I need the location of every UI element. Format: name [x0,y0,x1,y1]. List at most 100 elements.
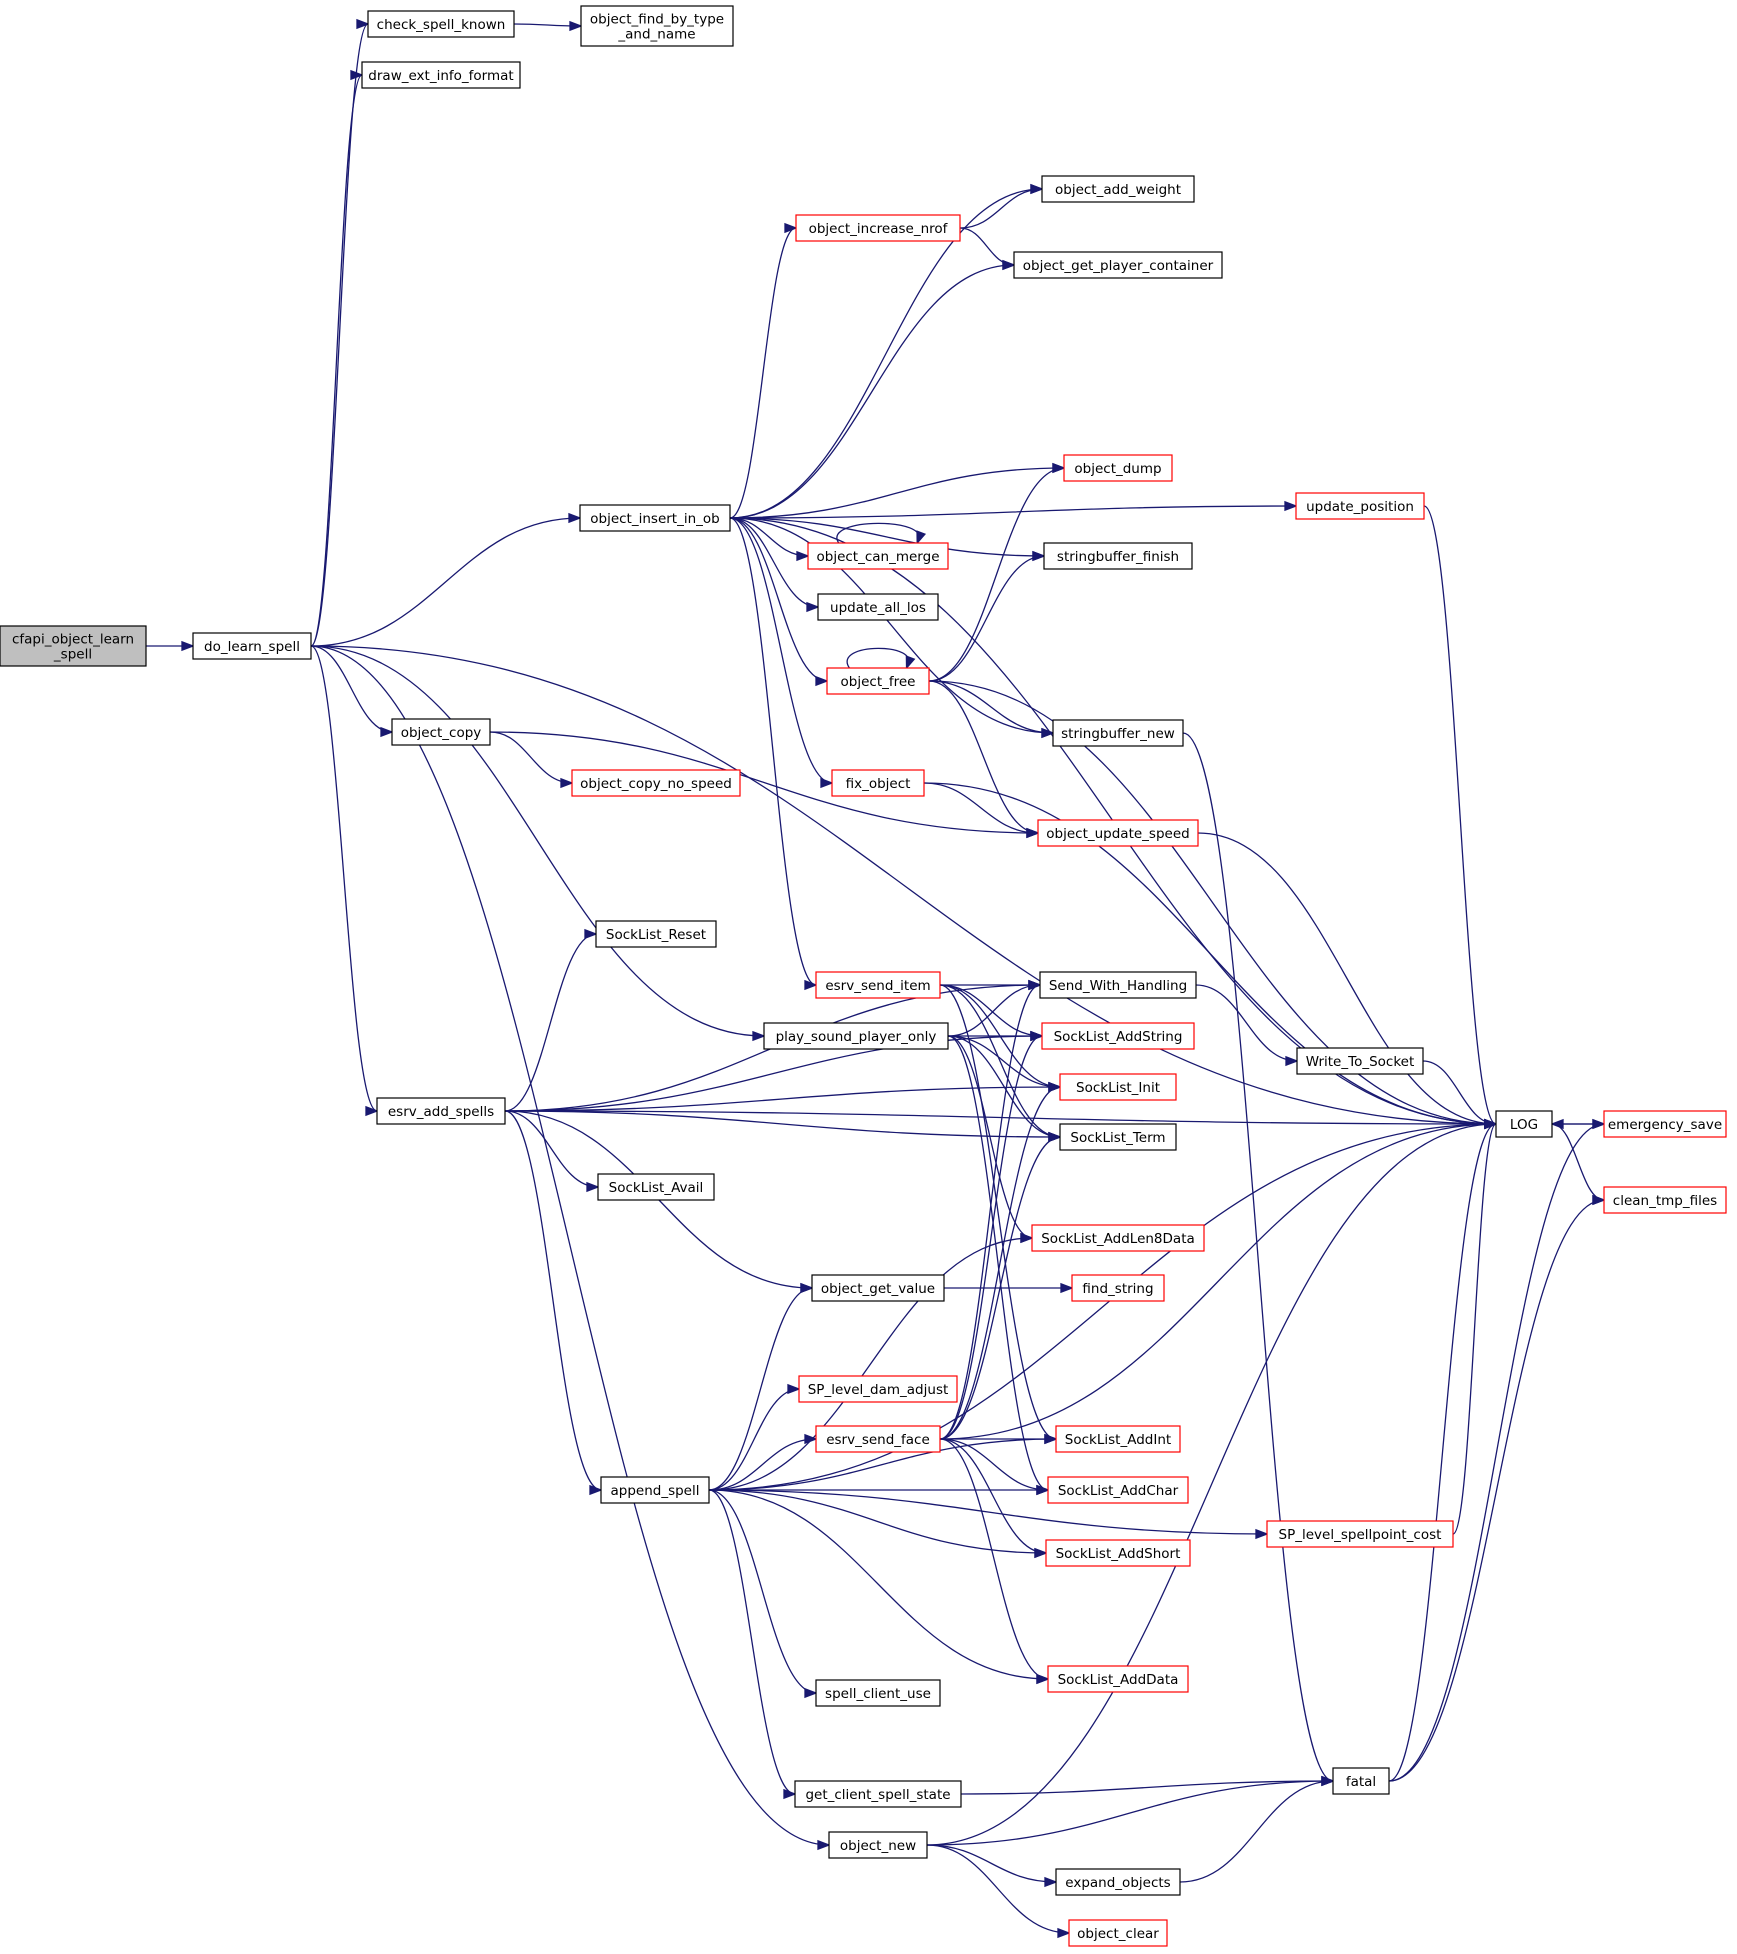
node-SP_level_spellpoint_cost[interactable]: SP_level_spellpoint_cost [1266,1520,1454,1548]
node-label: fix_object [846,776,911,792]
node-box [1603,1186,1727,1214]
node-SockList_AddLen8Data[interactable]: SockList_AddLen8Data [1031,1224,1205,1252]
node-object_dump[interactable]: object_dump [1063,454,1173,482]
node-LOG[interactable]: LOG [1495,1110,1553,1138]
node-label: object_free [841,674,916,690]
edge-object_new-to-expand_objects [926,1844,1058,1888]
node-object_get_player_container[interactable]: object_get_player_container [1013,251,1223,279]
node-object_find_by_type_and_name[interactable]: object_find_by_type_and_name [580,5,734,47]
node-object_increase_nrof[interactable]: object_increase_nrof [795,214,961,242]
node-box [794,1780,962,1808]
node-box [1059,1123,1177,1151]
node-SockList_Init[interactable]: SockList_Init [1059,1073,1177,1101]
node-box [826,667,930,695]
node-object_get_value[interactable]: object_get_value [811,1274,945,1302]
node-object_clear[interactable]: object_clear [1068,1919,1168,1947]
node-box [1055,1425,1181,1453]
function-nodes: cfapi_object_learn_spell do_learn_spell ch… [0,5,1727,1947]
edge-do_learn_spell-to-play_sound_player_only [310,645,766,1042]
node-SockList_AddInt[interactable]: SockList_AddInt [1055,1425,1181,1453]
node-label: SockList_AddShort [1056,1546,1181,1562]
node-label: object_copy [401,725,482,741]
node-box [192,632,312,660]
node-do_learn_spell[interactable]: do_learn_spell [192,632,312,660]
node-emergency_save[interactable]: emergency_save [1603,1110,1727,1138]
edge-Send_With_Handling-to-Write_To_Socket [1195,984,1299,1067]
node-label: _spell [53,647,92,663]
node-SockList_AddData[interactable]: SockList_AddData [1047,1665,1189,1693]
node-label: object_new [840,1838,916,1854]
node-SockList_AddChar[interactable]: SockList_AddChar [1047,1476,1189,1504]
node-update_position[interactable]: update_position [1295,492,1425,520]
node-check_spell_known[interactable]: check_spell_known [367,10,515,38]
edge-do_learn_spell-to-esrv_add_spells [310,645,379,1117]
edge-expand_objects-to-fatal [1179,1775,1335,1883]
node-object_update_speed[interactable]: object_update_speed [1037,819,1199,847]
node-fix_object[interactable]: fix_object [831,769,925,797]
edge-stringbuffer_new-to-fatal [1182,732,1335,1787]
edge-object_copy-to-object_copy_no_speed [489,731,574,789]
node-box [831,769,925,797]
node-object_copy_no_speed[interactable]: object_copy_no_speed [571,769,741,797]
node-object_free[interactable]: object_free [826,667,930,695]
node-find_string[interactable]: find_string [1071,1274,1165,1302]
node-Write_To_Socket[interactable]: Write_To_Socket [1296,1047,1424,1075]
node-label: find_string [1082,1281,1153,1297]
node-object_new[interactable]: object_new [828,1831,928,1859]
node-esrv_send_face[interactable]: esrv_send_face [815,1425,941,1453]
node-play_sound_player_only[interactable]: play_sound_player_only [763,1022,949,1050]
node-label: SP_level_spellpoint_cost [1279,1527,1442,1543]
node-SockList_AddShort[interactable]: SockList_AddShort [1045,1539,1191,1567]
node-update_all_los[interactable]: update_all_los [817,593,939,621]
edge-do_learn_spell-to-object_new [310,645,831,1851]
node-box [0,625,147,667]
edge-object_insert_in_ob-to-update_all_los [729,517,820,613]
node-box [579,504,731,532]
node-box [811,1274,945,1302]
node-object_copy[interactable]: object_copy [391,718,491,746]
node-box [817,593,939,621]
edge-fatal-to-LOG [1388,1118,1498,1782]
node-expand_objects[interactable]: expand_objects [1055,1868,1181,1896]
node-SockList_Avail[interactable]: SockList_Avail [597,1173,715,1201]
node-box [571,769,741,797]
node-object_can_merge[interactable]: object_can_merge [807,542,949,570]
edge-esrv_send_face-to-LOG [939,1118,1498,1440]
edge-esrv_add_spells-to-SockList_Reset [504,928,598,1112]
node-object_add_weight[interactable]: object_add_weight [1041,175,1195,203]
node-SP_level_dam_adjust[interactable]: SP_level_dam_adjust [798,1375,958,1403]
node-label: object_clear [1077,1926,1159,1942]
node-SockList_Reset[interactable]: SockList_Reset [595,920,717,948]
edge-object_free-to-stringbuffer_new [928,680,1055,739]
node-fatal[interactable]: fatal [1332,1767,1390,1795]
node-stringbuffer_finish[interactable]: stringbuffer_finish [1043,542,1193,570]
edge-object_free-to-object_free [846,647,916,670]
node-append_spell[interactable]: append_spell [600,1476,710,1504]
edge-object_insert_in_ob-to-object_increase_nrof [729,222,798,519]
node-esrv_add_spells[interactable]: esrv_add_spells [376,1097,506,1125]
node-root[interactable]: cfapi_object_learn_spell [0,625,147,667]
node-label: object_insert_in_ob [590,511,719,527]
edge-Write_To_Socket-to-LOG [1422,1060,1498,1130]
node-object_insert_in_ob[interactable]: object_insert_in_ob [579,504,731,532]
node-box [600,1476,710,1504]
node-esrv_send_item[interactable]: esrv_send_item [815,971,941,999]
node-Send_With_Handling[interactable]: Send_With_Handling [1039,971,1197,999]
node-label: SockList_AddLen8Data [1041,1231,1195,1247]
edge-esrv_add_spells-to-SockList_Avail [504,1110,600,1193]
node-label: SockList_AddInt [1065,1432,1171,1448]
node-spell_client_use[interactable]: spell_client_use [815,1679,941,1707]
node-label: SockList_Reset [606,927,706,943]
node-box [1332,1767,1390,1795]
edge-append_spell-to-SP_level_dam_adjust [708,1383,801,1491]
node-box [1266,1520,1454,1548]
node-SockList_AddString[interactable]: SockList_AddString [1041,1022,1195,1050]
node-label: Write_To_Socket [1306,1054,1415,1070]
node-label: do_learn_spell [204,639,300,655]
node-clean_tmp_files[interactable]: clean_tmp_files [1603,1186,1727,1214]
node-get_client_spell_state[interactable]: get_client_spell_state [794,1780,962,1808]
node-SockList_Term[interactable]: SockList_Term [1059,1123,1177,1151]
node-box [1052,719,1184,747]
node-stringbuffer_new[interactable]: stringbuffer_new [1052,719,1184,747]
node-draw_ext_info_format[interactable]: draw_ext_info_format [361,61,521,89]
